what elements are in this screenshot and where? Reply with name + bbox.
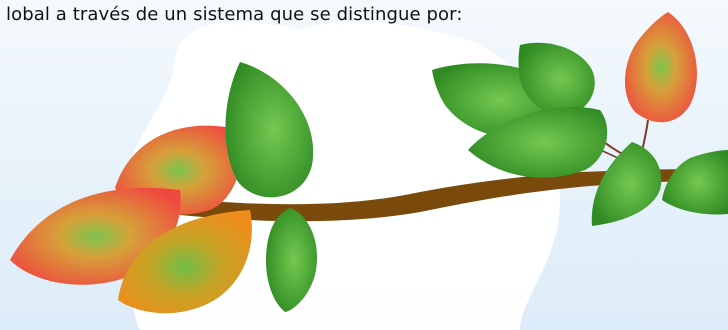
branch <box>170 169 728 222</box>
caption-text: lobal a través de un sistema que se dist… <box>6 4 463 25</box>
leaf-green <box>518 42 595 116</box>
leaf-red <box>624 12 697 123</box>
leaf-green <box>225 62 314 198</box>
leaf-green <box>265 208 318 312</box>
leaf-green <box>468 106 608 178</box>
leaf-green <box>591 142 662 226</box>
leaf-green <box>662 150 728 215</box>
leaf-orange <box>118 210 252 314</box>
